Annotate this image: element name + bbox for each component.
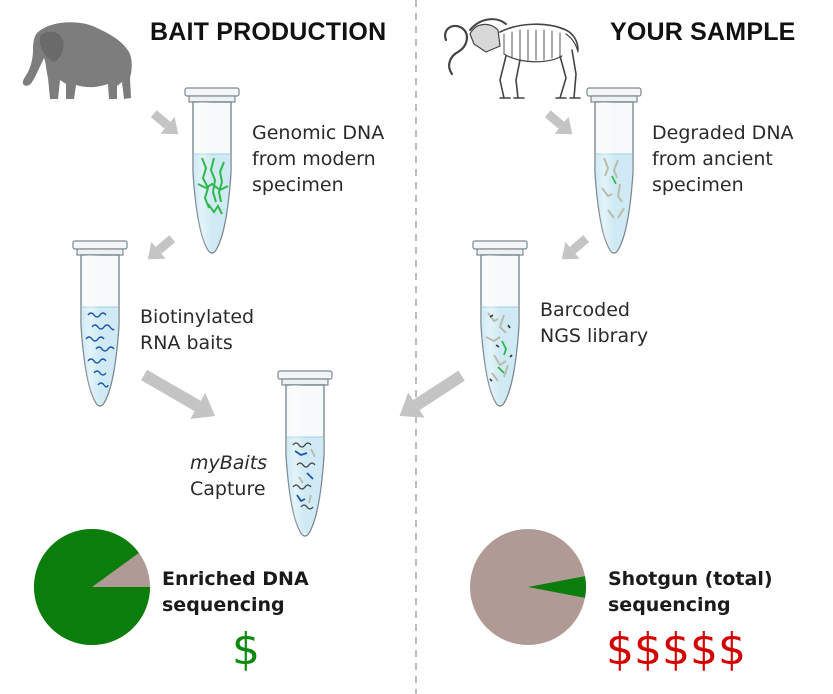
barcoded-library-label: Barcoded NGS library: [540, 299, 649, 347]
tube-degraded-dna: [586, 87, 642, 254]
tube-barcoded-library: [472, 240, 528, 407]
bait-production-heading: BAIT PRODUCTION: [150, 18, 387, 46]
arrow-elephant-to-tube: [150, 110, 179, 135]
genomic-dna-label: Genomic DNA from modern specimen: [252, 122, 385, 196]
target-slice: [528, 576, 586, 598]
tube-capture: [277, 370, 333, 537]
mammoth-skeleton-icon: [444, 18, 581, 99]
enriched-pie-chart: [34, 529, 150, 645]
tube-genomic-dna: [184, 87, 240, 254]
target-slice: [34, 529, 150, 645]
arrow-mammoth-to-tube: [544, 110, 573, 135]
elephant-icon: [22, 22, 132, 99]
arrow-library-to-capture: [399, 370, 465, 418]
flow-arrows: [141, 110, 590, 419]
capture-label: myBaits Capture: [190, 452, 268, 500]
tube-rna-baits: [72, 240, 128, 407]
shotgun-sequencing-label: Shotgun (total) sequencing: [608, 568, 773, 616]
shotgun-pie-chart: [470, 529, 586, 645]
arrow-genomic-to-baits: [147, 235, 176, 260]
arrow-baits-to-capture: [141, 369, 216, 419]
degraded-dna-label: Degraded DNA from ancient specimen: [652, 122, 794, 196]
your-sample-heading: YOUR SAMPLE: [610, 18, 796, 46]
biotinylated-baits-label: Biotinylated RNA baits: [140, 306, 255, 354]
enriched-cost: $: [232, 624, 260, 675]
arrow-degraded-to-library: [561, 235, 590, 260]
enriched-sequencing-label: Enriched DNA sequencing: [162, 568, 309, 616]
mybaits-label: myBaits: [190, 452, 268, 474]
shotgun-cost: $$$$$: [606, 624, 746, 675]
